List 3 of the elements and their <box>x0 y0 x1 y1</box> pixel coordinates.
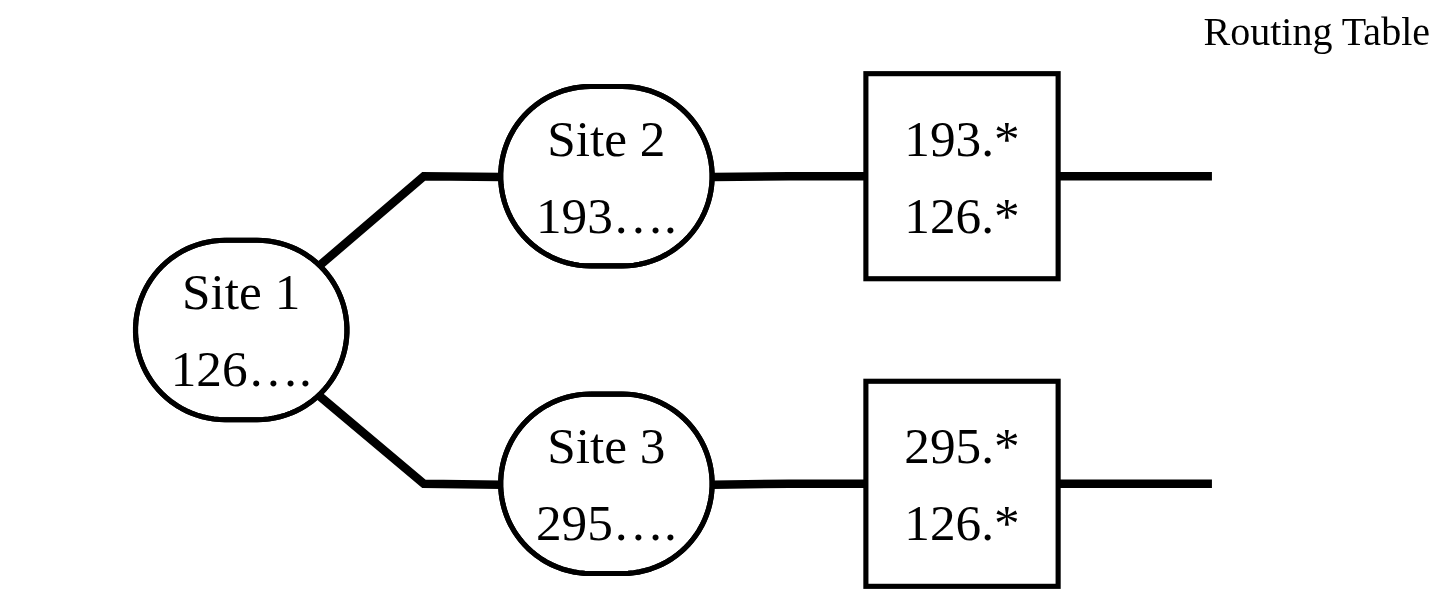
node-box: 295.* 126.* <box>863 378 1061 589</box>
node-box: 193.* 126.* <box>863 71 1061 282</box>
table-heading: Routing Table <box>1203 8 1430 55</box>
